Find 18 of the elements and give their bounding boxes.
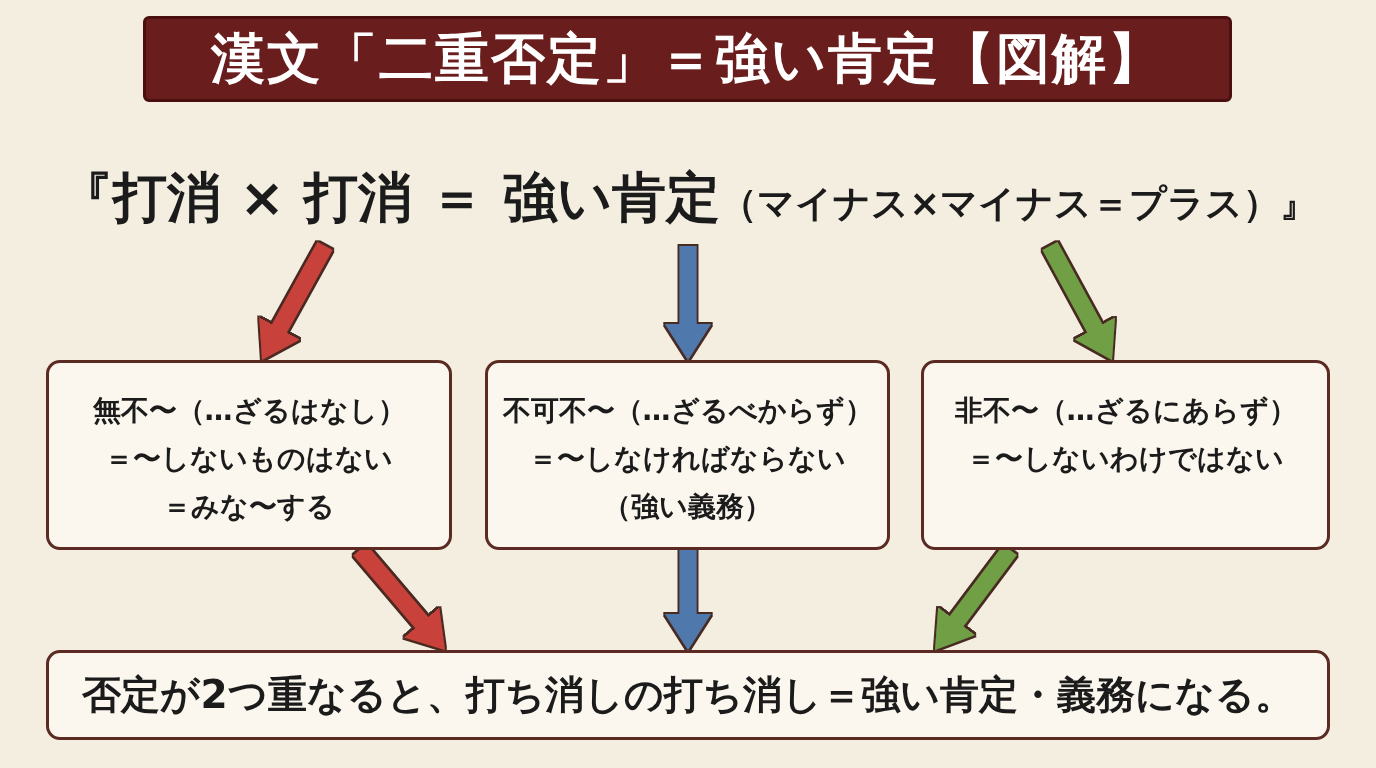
explanation-box [46,360,452,550]
formula-note: （マイナス×マイナス＝プラス）』 [720,181,1318,227]
arrow [665,550,711,650]
title-text: 漢文「二重否定」＝強い肯定【図解】 [211,25,1164,92]
meaning-text: ＝みな〜する [163,489,335,525]
arrow [665,246,711,360]
explanation-box [921,360,1330,550]
formula-text: 『打消 × 打消 ＝ 強い肯定 [58,165,721,231]
meaning-text: ＝〜しないわけではない [967,441,1284,477]
meaning-text: ＝〜しなければならない [529,441,846,477]
summary-box [46,650,1330,740]
meaning-text: （強い義務） [603,489,772,525]
pattern-text: 無不〜（…ざるはなし） [92,393,406,429]
pattern-text: 不可不〜（…ざるべからず） [502,393,873,429]
meaning-text: ＝〜しないものはない [105,441,393,477]
explanation-box [485,360,890,550]
summary-text: 否定が2つ重なると、打ち消しの打ち消し＝強い肯定・義務になる。 [82,671,1294,719]
pattern-text: 非不〜（…ざるにあらず） [954,393,1297,429]
